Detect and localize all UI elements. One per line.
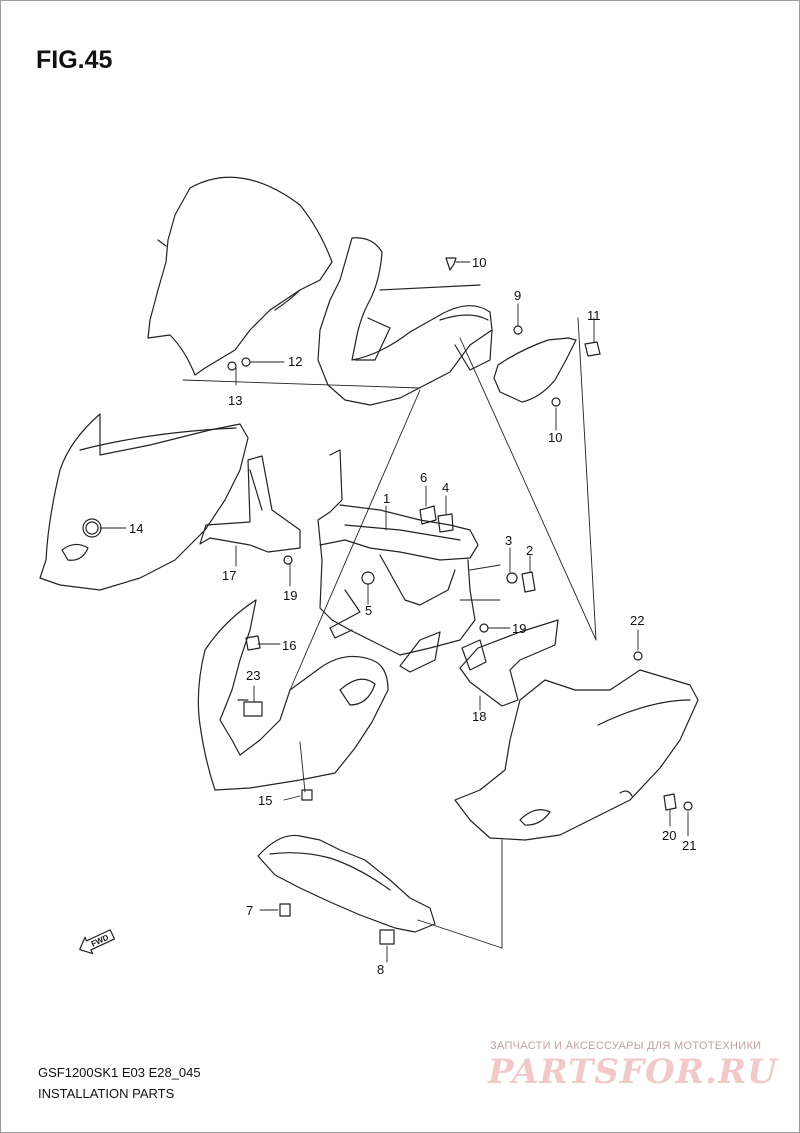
grommet-14-icon xyxy=(85,521,99,535)
grommet-20-icon xyxy=(663,793,677,811)
leader-lines xyxy=(182,317,597,949)
washer-3-icon xyxy=(506,572,518,584)
screw-9-icon xyxy=(513,325,523,335)
right-side-cowl xyxy=(454,669,699,841)
windscreen xyxy=(147,176,333,376)
section-title: INSTALLATION PARTS xyxy=(38,1086,175,1101)
callout-13: 13 xyxy=(228,393,242,408)
bushing-6-icon xyxy=(419,505,437,525)
callout-22: 22 xyxy=(630,613,644,628)
forward-arrow-icon: FWD xyxy=(79,929,116,955)
callout-2: 2 xyxy=(526,543,533,558)
callout-23: 23 xyxy=(246,668,260,683)
callout-7: 7 xyxy=(246,903,253,918)
callout-10-bottom: 10 xyxy=(548,430,562,445)
cowling-stay-frame xyxy=(317,449,487,673)
screw-19-right-icon xyxy=(479,623,489,633)
watermark-logo: PARTSFOR.RU xyxy=(488,1052,778,1092)
callout-12: 12 xyxy=(288,354,302,369)
screw-10-bottom-icon xyxy=(551,397,561,407)
damper-23-icon xyxy=(243,701,263,717)
front-lower-cowl xyxy=(197,599,389,791)
upper-cowl xyxy=(317,237,493,406)
callout-18: 18 xyxy=(472,709,486,724)
bracket-18 xyxy=(459,619,559,707)
callout-21: 21 xyxy=(682,838,696,853)
screw-22-icon xyxy=(633,651,643,661)
callout-4: 4 xyxy=(442,480,449,495)
callout-16: 16 xyxy=(282,638,296,653)
bracket-17 xyxy=(199,455,301,553)
callout-20: 20 xyxy=(662,828,676,843)
watermark-tagline: ЗАПЧАСТИ И АКСЕССУАРЫ ДЛЯ МОТОТЕХНИКИ xyxy=(490,1040,762,1052)
callout-6: 6 xyxy=(420,470,427,485)
model-code: GSF1200SK1 E03 E28_045 xyxy=(38,1065,201,1080)
clip-16-icon xyxy=(245,635,261,651)
screw-7-icon xyxy=(279,903,291,917)
callout-1: 1 xyxy=(383,491,390,506)
callout-14: 14 xyxy=(129,521,143,536)
left-side-cover xyxy=(39,413,249,591)
callout-8: 8 xyxy=(377,962,384,977)
screw-19-left-icon xyxy=(283,555,293,565)
fasteners xyxy=(85,257,693,945)
under-cowl xyxy=(257,834,436,933)
figure-title: FIG.45 xyxy=(36,46,113,74)
callout-10-top: 10 xyxy=(472,255,486,270)
callout-3: 3 xyxy=(505,533,512,548)
screw-15-icon xyxy=(301,789,313,801)
spacer-4-icon xyxy=(437,513,454,533)
bolt-2-icon xyxy=(521,571,536,593)
callout-17: 17 xyxy=(222,568,236,583)
screw-10-top-icon xyxy=(445,257,457,271)
screw-21-icon xyxy=(683,801,693,811)
clip-11-icon xyxy=(584,341,601,357)
screw-13-icon xyxy=(227,361,237,371)
callout-11: 11 xyxy=(587,308,601,323)
callout-5: 5 xyxy=(365,603,372,618)
side-bracket-upper-right xyxy=(493,337,577,403)
callout-19-left: 19 xyxy=(283,588,297,603)
nut-5-icon xyxy=(361,571,375,585)
bolt-8-icon xyxy=(379,929,395,945)
callout-labels: 1 2 3 4 5 6 7 8 9 10 10 11 12 13 14 15 1… xyxy=(129,255,696,977)
callout-9: 9 xyxy=(514,288,521,303)
callout-19-right: 19 xyxy=(512,621,526,636)
callout-15: 15 xyxy=(258,793,272,808)
washer-12-icon xyxy=(241,357,251,367)
callout-leaders xyxy=(99,261,689,963)
